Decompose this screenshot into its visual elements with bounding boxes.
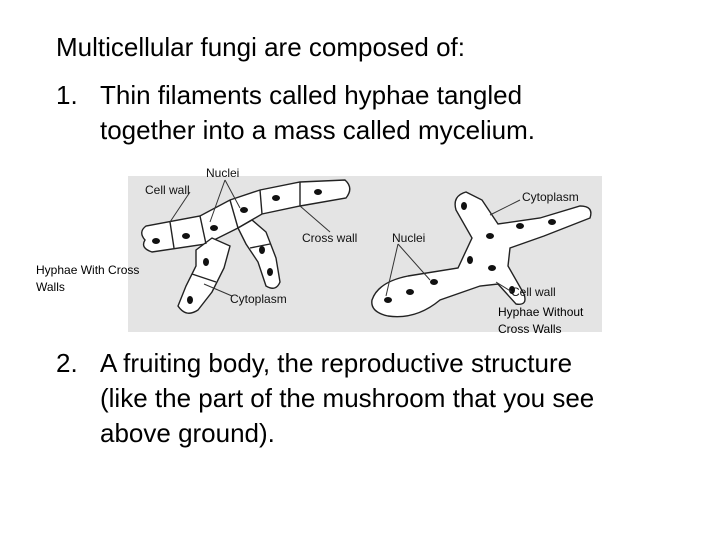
cross-walls (169, 182, 301, 283)
label-nuclei-top: Nuclei (206, 166, 239, 180)
list-item-1-line-1: Thin filaments called hyphae tangled (100, 80, 523, 110)
slide-heading: Multicellular fungi are composed of: (56, 32, 465, 62)
hyphae-diagram: Nuclei Cell wall Cytoplasm Cross wall Nu… (36, 166, 602, 336)
list-item-2-line-1: A fruiting body, the reproductive struct… (100, 348, 573, 378)
list-item-2-line-3: above ground). (100, 418, 275, 448)
label-pointers (169, 179, 521, 297)
list-number-2: 2. (56, 348, 78, 378)
caption-without-cross-walls-line-2: Cross Walls (498, 322, 562, 336)
nuclei-right (384, 202, 556, 303)
nuclei-left (152, 189, 322, 304)
label-nuclei-right: Nuclei (392, 231, 425, 245)
hypha-without-cross-walls (371, 191, 592, 318)
label-cell-wall-right: Cell wall (511, 285, 556, 299)
caption-without-cross-walls-line-1: Hyphae Without (498, 305, 584, 319)
list-item-1-line-2: together into a mass called mycelium. (100, 115, 535, 145)
label-cell-wall-left: Cell wall (145, 183, 190, 197)
label-cross-wall: Cross wall (302, 231, 357, 245)
label-cytoplasm-right: Cytoplasm (522, 190, 579, 204)
list-number-1: 1. (56, 80, 78, 110)
list-item-2-line-2: (like the part of the mushroom that you … (100, 383, 595, 413)
caption-with-cross-walls-line-2: Walls (36, 280, 65, 294)
label-cytoplasm-left: Cytoplasm (230, 292, 287, 306)
caption-with-cross-walls-line-1: Hyphae With Cross (36, 263, 139, 277)
